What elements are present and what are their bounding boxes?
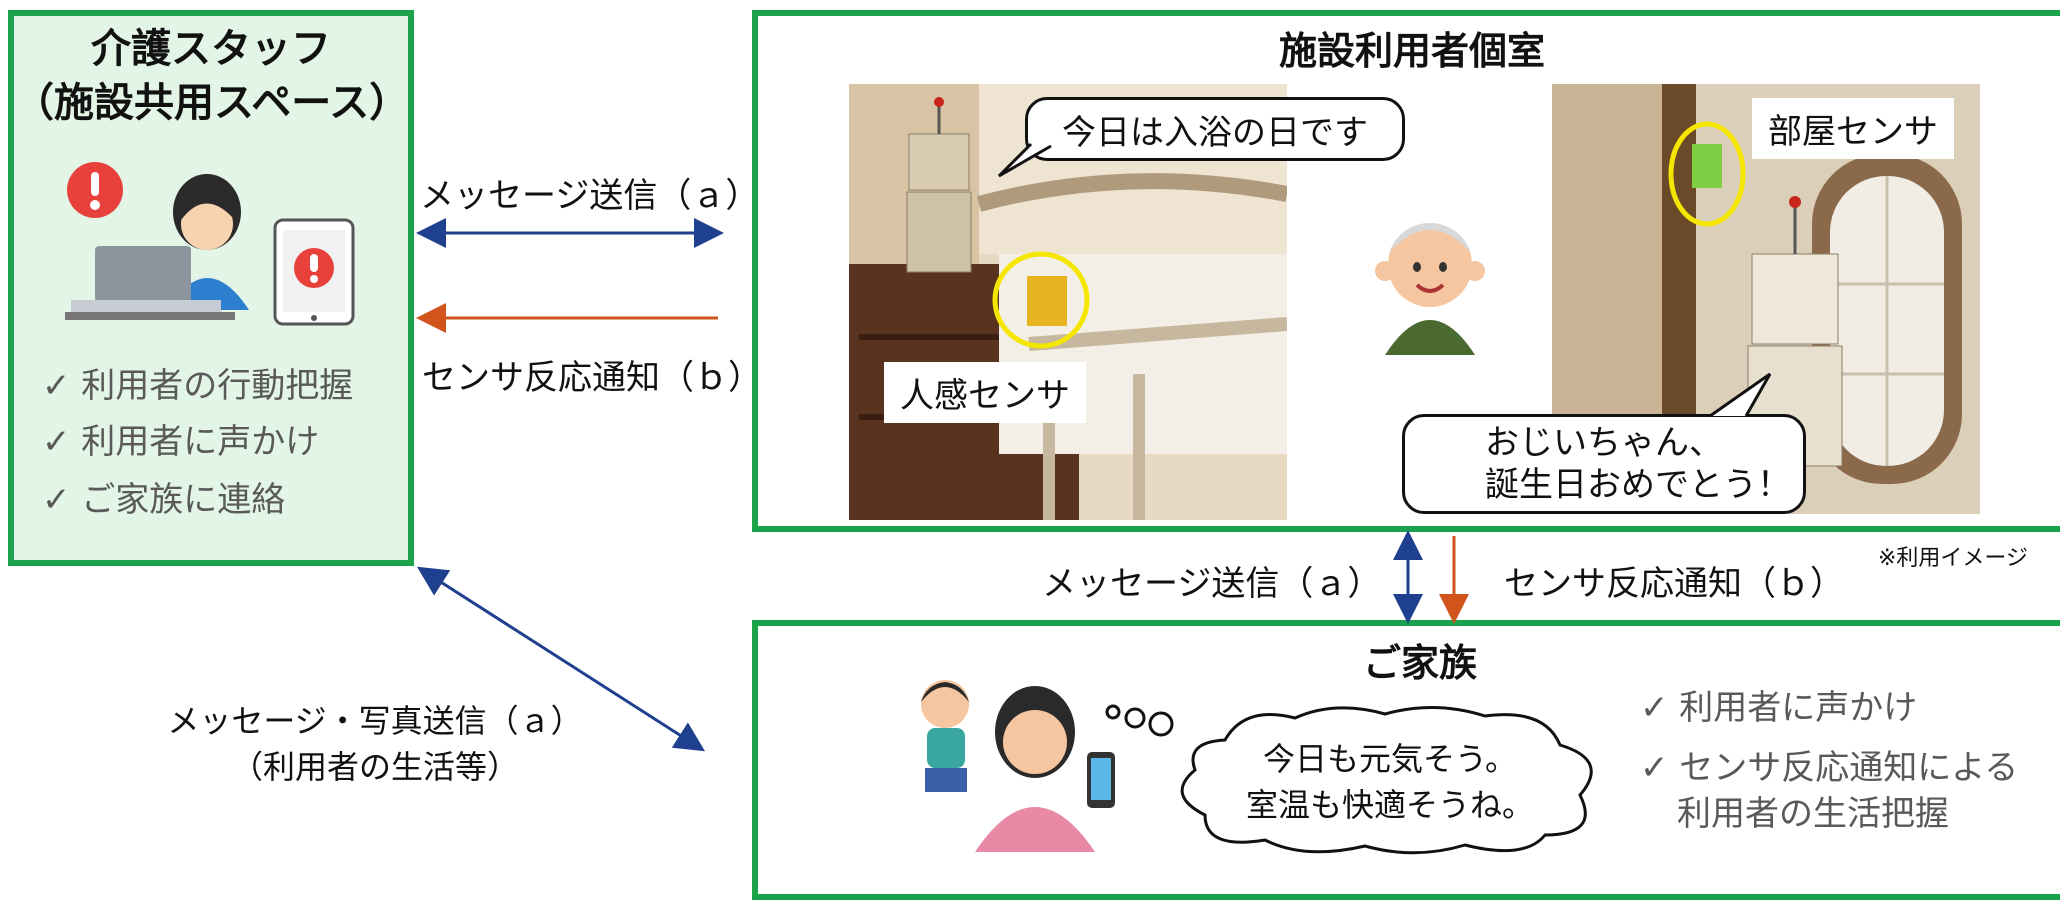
usage-image-note: ※利用イメージ [1878, 546, 2028, 571]
family-item-0: ✓ 利用者に声かけ [1640, 688, 1918, 728]
bath-bubble-tail [997, 142, 1052, 178]
staff-item-2: ✓ ご家族に連絡 [42, 480, 286, 520]
robot-icon [906, 97, 972, 273]
room-sensor-device [1692, 144, 1722, 188]
staff-title: 介護スタッフ （施設共用スペース） [14, 26, 410, 126]
smartphone-icon [1087, 752, 1115, 808]
alert-icon [67, 162, 123, 218]
staff-family-message-arrow [416, 566, 706, 752]
room-family-message-label: メッセージ送信（ａ） [1042, 564, 1382, 604]
staff-room-message-label: メッセージ送信（ａ） [420, 176, 760, 216]
thought-cloud [1180, 705, 1593, 855]
birthday-bubble-tail [1709, 372, 1772, 418]
room-sensor-label: 部屋センサ [1752, 98, 1954, 159]
thought-text: 今日も元気そう。 室温も快適そうね。 [1245, 740, 1534, 824]
staff-illustration [65, 162, 355, 326]
flow-arrows [416, 218, 1469, 752]
bath-day-speech-bubble: 今日は入浴の日です [1025, 97, 1405, 161]
human-sensor-highlight [992, 251, 1090, 349]
staff-family-message-label: メッセージ・写真送信（ａ） （利用者の生活等） [167, 702, 583, 786]
staff-room-sensor-label: センサ反応通知（ｂ） [422, 358, 762, 398]
human-sensor-device [1027, 276, 1067, 326]
family-item-1-continued: 利用者の生活把握 [1677, 794, 1949, 834]
birthday-speech-bubble: おじいちゃん、 誕生日おめでとう！ [1402, 414, 1806, 514]
human-sensor-label: 人感センサ [884, 362, 1086, 423]
family-illustration [921, 680, 1174, 852]
mother-icon [975, 686, 1095, 852]
child-icon [921, 680, 969, 792]
tablet-icon [273, 218, 355, 326]
bed-room-photo [849, 84, 1287, 520]
family-item-1: ✓ センサ反応通知による [1640, 748, 2019, 788]
grandfather-illustration [1375, 223, 1485, 355]
laptop-icon [65, 246, 235, 320]
room-title: 施設利用者個室 [1278, 29, 1545, 73]
room-sensor-highlight [1668, 121, 1746, 227]
staff-item-0: ✓ 利用者の行動把握 [42, 366, 354, 406]
staff-item-1: ✓ 利用者に声かけ [42, 422, 320, 462]
family-title: ご家族 [1362, 641, 1477, 685]
room-family-sensor-label: センサ反応通知（ｂ） [1504, 564, 1844, 604]
